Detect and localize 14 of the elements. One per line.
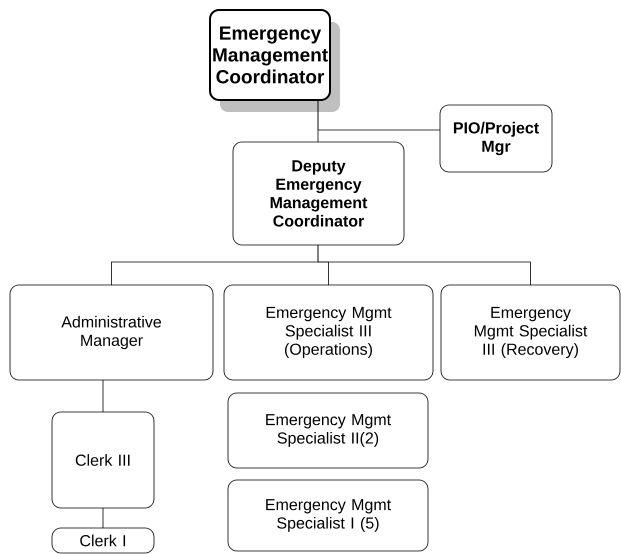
org-box: PIO/Project Mgr [440, 104, 552, 172]
org-box: Emergency Mgmt Specialist I (5) [228, 480, 428, 552]
org-box: Emergency Mgmt Specialist II(2) [228, 392, 428, 468]
org-box: Deputy Emergency Management Coordinator [232, 142, 404, 246]
org-box: Administrative Manager [10, 284, 214, 380]
org-box: Emergency Mgmt Specialist III (Operations) [224, 284, 434, 380]
connector-line [318, 100, 440, 130]
org-box: Clerk III [52, 412, 154, 508]
org-box: Emergency Mgmt Specialist III (Recovery) [440, 284, 620, 380]
connector-line [102, 508, 104, 528]
org-box: Clerk I [52, 528, 154, 554]
connector-line [102, 380, 104, 412]
org-box: Emergency Management Coordinator [209, 9, 331, 101]
connector-line [318, 244, 531, 286]
